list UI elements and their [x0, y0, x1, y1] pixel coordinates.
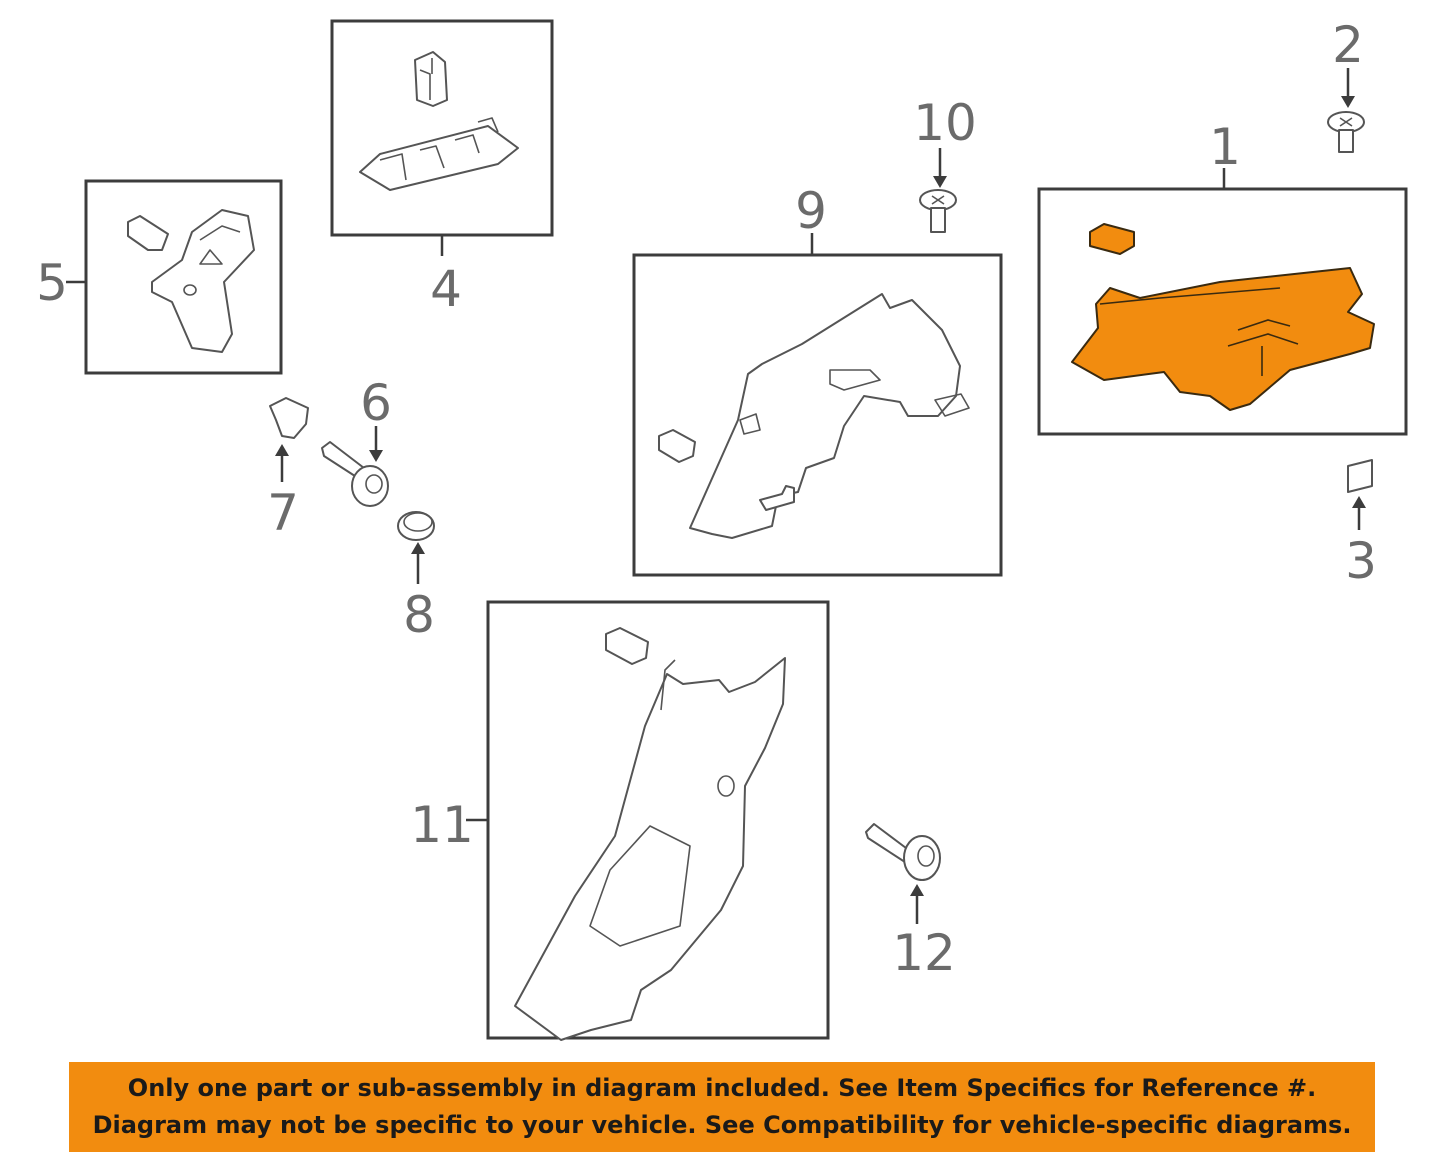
callout-2: 2: [1332, 16, 1364, 74]
part-11-pillar-trim: [514, 657, 786, 1041]
part-9-pin: [759, 485, 795, 511]
part-10-screw-shank: [930, 207, 946, 233]
callout-7: 7: [267, 484, 299, 542]
notice-line-1: Only one part or sub-assembly in diagram…: [127, 1074, 1317, 1102]
callout-6: 6: [360, 374, 392, 432]
callout-1: 1: [1209, 118, 1241, 176]
part-1-clip: [1089, 223, 1135, 255]
part-11-clip: [605, 627, 649, 665]
part-12-bolt-head: [903, 835, 941, 881]
callout-4: 4: [430, 260, 462, 318]
notice-line-2: Diagram may not be specific to your vehi…: [92, 1111, 1352, 1139]
part-5-group: 5: [36, 179, 283, 375]
part-4-light: [359, 125, 519, 191]
part-9-clip: [658, 429, 696, 463]
part-11-group: 11: [410, 600, 830, 1041]
part-2-screw-shank: [1338, 129, 1354, 153]
callout-10: 10: [913, 94, 977, 152]
notice-banner: Only one part or sub-assembly in diagram…: [69, 1062, 1375, 1152]
callout-11: 11: [410, 796, 474, 854]
part-3-group: 3: [1345, 459, 1377, 590]
part-4-clip: [414, 51, 448, 107]
callout-5: 5: [36, 254, 68, 312]
part-1-box: [1037, 187, 1408, 436]
part-4-box: [330, 19, 554, 237]
part-8-group: 8: [397, 511, 435, 644]
part-10-group: 10: [913, 94, 977, 233]
part-3-tape: [1347, 459, 1373, 493]
part-9-box: [632, 253, 1003, 577]
part-9-group: 9: [632, 182, 1003, 577]
callout-3: 3: [1345, 532, 1377, 590]
part-7-group: 7: [267, 397, 309, 542]
callout-9: 9: [795, 182, 827, 240]
callout-12: 12: [892, 924, 956, 982]
part-1-group: 1: [1037, 118, 1408, 436]
part-4-group: 4: [330, 19, 554, 318]
part-7-clip: [269, 397, 309, 439]
part-8-plug: [397, 511, 435, 541]
callout-8: 8: [403, 586, 435, 644]
part-1-trim-panel: [1071, 267, 1375, 411]
part-5-clip: [127, 215, 169, 251]
part-6-group: 6: [321, 374, 392, 507]
part-5-bracket: [151, 209, 255, 353]
part-2-group: 2: [1327, 16, 1365, 153]
part-9-trim-panel: [689, 293, 961, 539]
part-12-group: 12: [865, 823, 956, 982]
part-5-box: [84, 179, 283, 375]
